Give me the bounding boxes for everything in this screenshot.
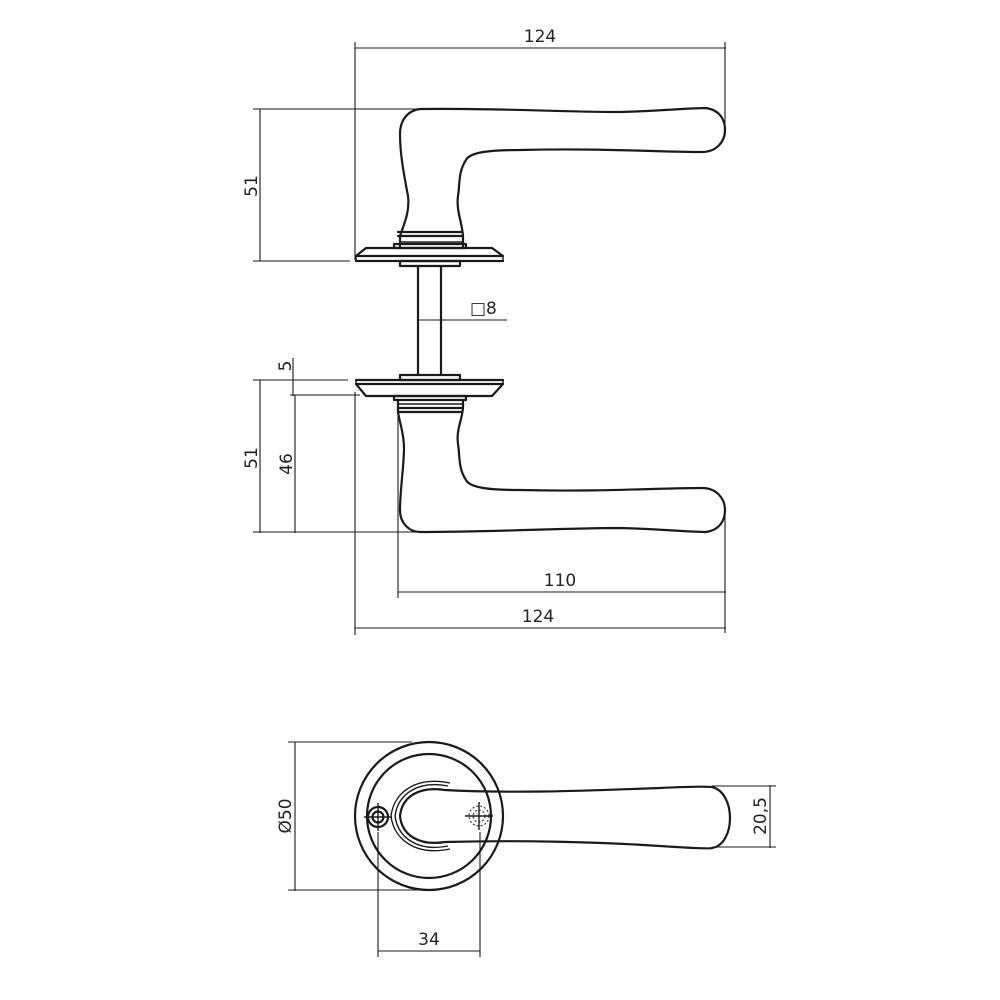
dim-lower-51-label: 51 (242, 447, 262, 469)
dim-lower-51 (253, 380, 420, 533)
dim-lower-46-label: 46 (277, 453, 297, 475)
dim-front-screw-spacing (377, 832, 481, 957)
dim-front-screw-spacing-label: 34 (418, 930, 440, 950)
front-view (353, 740, 732, 892)
dim-rose-5-label: 5 (276, 361, 296, 372)
spindle-square-label: □8 (470, 299, 497, 319)
upper-handle (354, 106, 727, 268)
dim-lower-110-label: 110 (544, 571, 576, 591)
dim-lower-124-label: 124 (522, 607, 554, 627)
dim-front-width (712, 785, 776, 848)
dim-top-51 (253, 108, 420, 262)
dim-lower-110 (397, 412, 726, 633)
dim-front-diameter (288, 741, 430, 891)
dim-rose-5 (253, 358, 360, 396)
lower-handle (354, 373, 727, 534)
dim-front-diameter-label: Ø50 (276, 798, 296, 833)
dim-front-width-label: 20,5 (751, 797, 771, 835)
dim-top-51-label: 51 (242, 175, 262, 197)
spindle (416, 264, 507, 377)
dim-top-124 (354, 42, 726, 260)
dim-top-124-label: 124 (524, 27, 556, 47)
dim-lower-124 (354, 392, 726, 635)
